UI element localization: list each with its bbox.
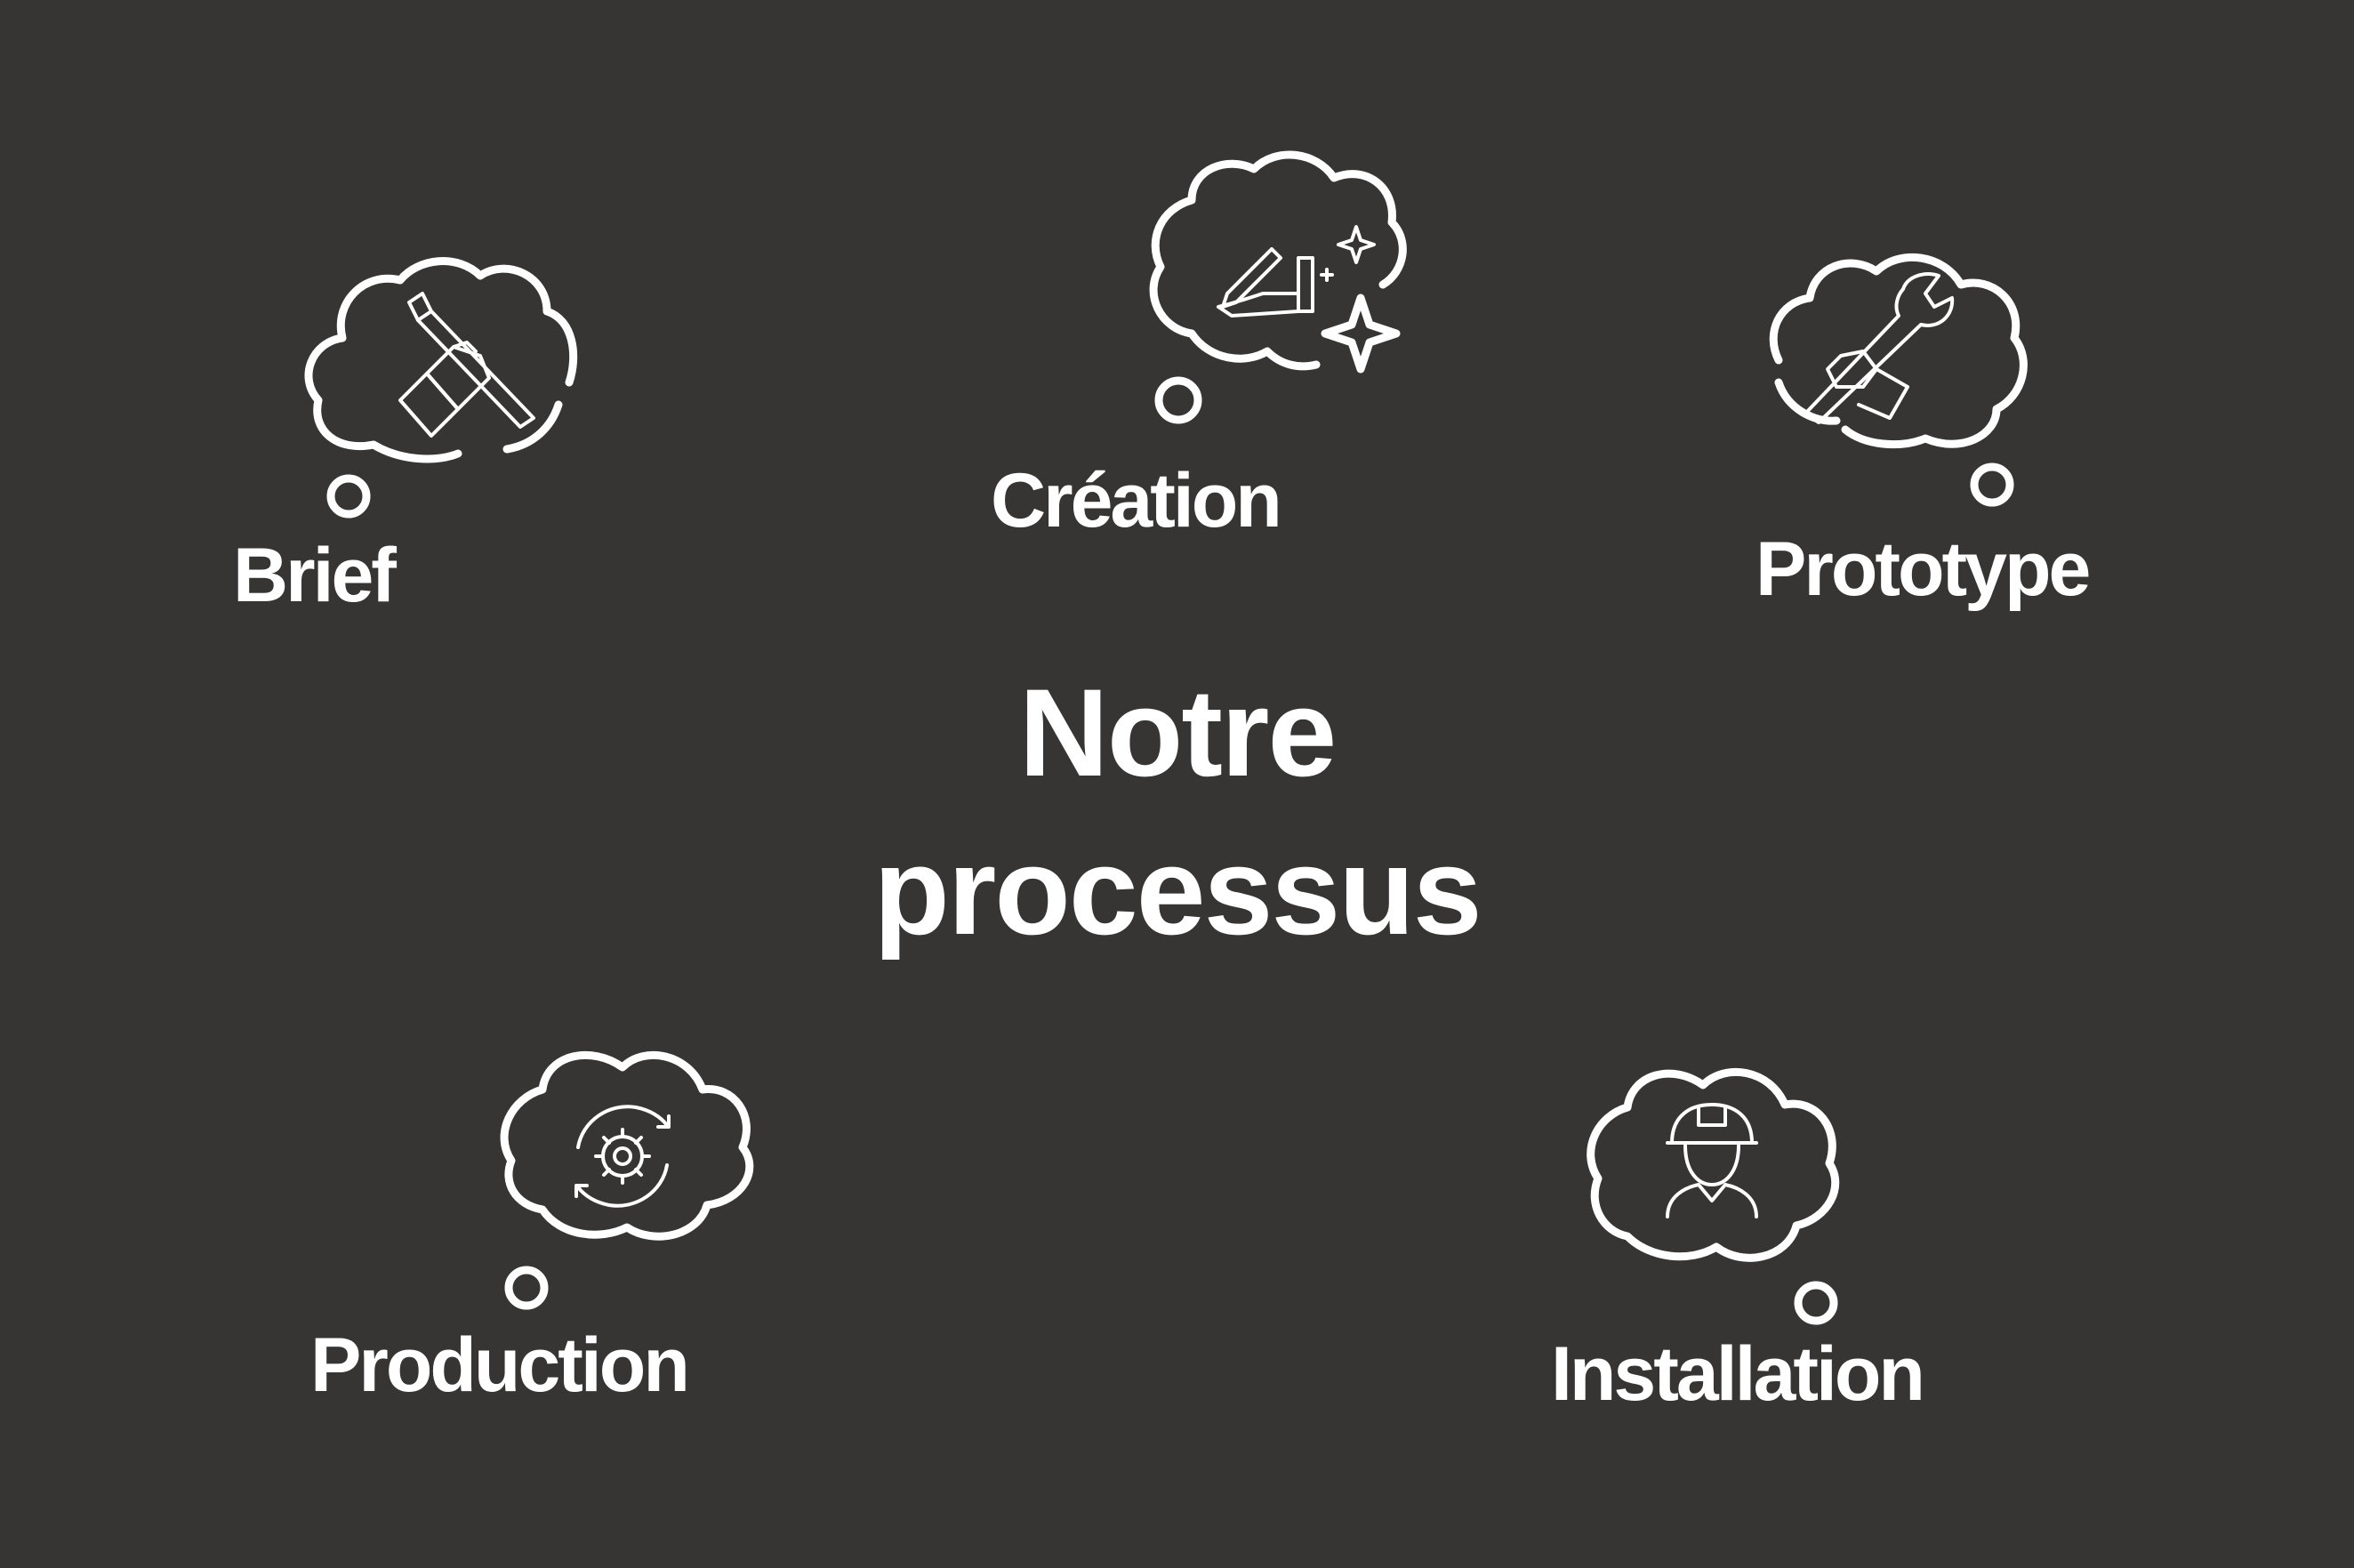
step-label-installation: Installation — [1551, 1331, 1925, 1417]
step-label-production: Production — [310, 1323, 690, 1408]
step-label-prototype: Prototype — [1755, 527, 2091, 612]
step-label-brief: Brief — [233, 533, 397, 618]
thought-cloud-brief — [304, 257, 578, 519]
title-line-1: Notre — [1018, 663, 1338, 802]
title-line-2: processus — [873, 821, 1482, 961]
diagram-title: Notre processus — [0, 654, 2354, 970]
thought-cloud-prototype — [1769, 253, 2028, 507]
worker-hard-hat-icon — [1666, 1103, 1758, 1218]
gear-cycle-icon — [574, 1105, 671, 1208]
step-label-creation: Création — [991, 458, 1282, 543]
thought-cloud-creation — [1149, 150, 1407, 424]
thought-cloud-installation — [1587, 1067, 1840, 1325]
hand-holding-pencil-icon — [398, 292, 535, 438]
hand-drawing-sparkles-icon — [1217, 225, 1401, 374]
thought-cloud-production — [500, 1050, 754, 1310]
hand-holding-wrench-icon — [1804, 272, 1955, 424]
